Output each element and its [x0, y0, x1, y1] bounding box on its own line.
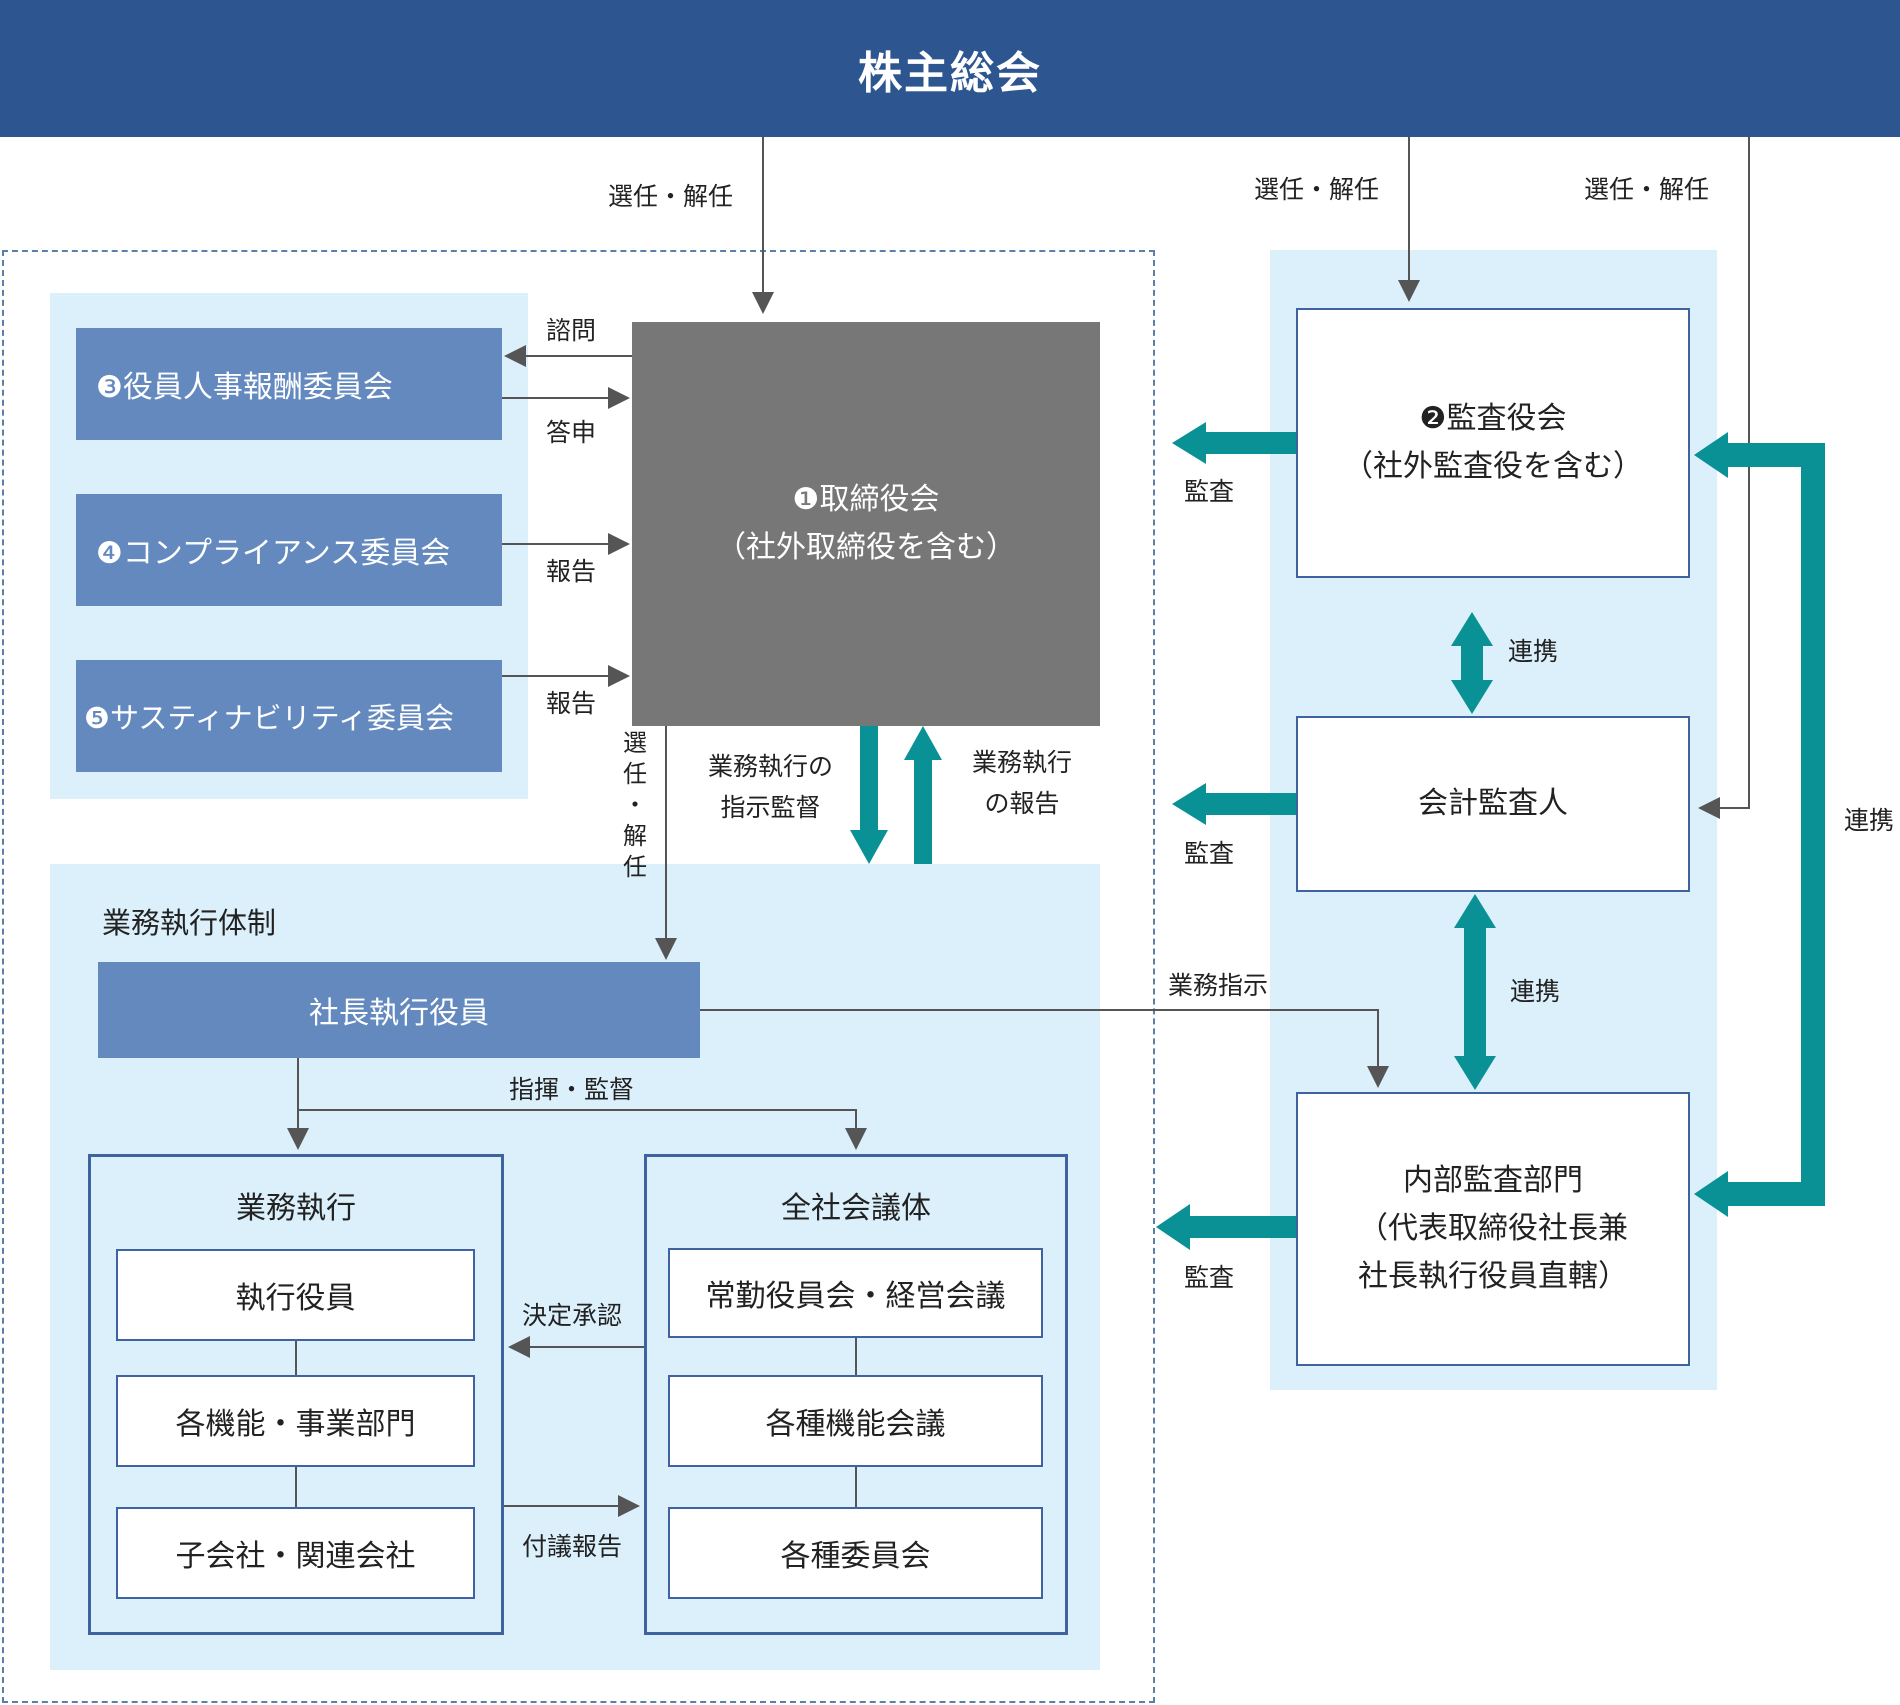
shareholders-to-accounting-auditor-line — [1698, 137, 1750, 819]
internal-audit-subtitle-2: 社長執行役員直轄） — [1358, 1259, 1628, 1294]
committees-box[interactable]: 各種委員会 — [668, 1507, 1043, 1599]
appoint-dismiss-label-3: 選任・解任 — [1584, 175, 1710, 204]
exec-report-arrow — [904, 726, 942, 864]
inquiry-label: 諮問 — [546, 316, 597, 345]
functions-divisions-box[interactable]: 各機能・事業部門 — [116, 1375, 475, 1467]
agenda-report-label: 付議報告 — [522, 1532, 623, 1561]
business-instruction-label: 業務指示 — [1168, 971, 1269, 1000]
executive-management-meeting-box[interactable]: 常勤役員会・経営会議 — [668, 1248, 1043, 1338]
compliance-report-label: 報告 — [546, 557, 597, 586]
accounting-auditor-label: 会計監査人 — [1418, 786, 1568, 821]
decision-approval-label: 決定承認 — [522, 1301, 623, 1330]
shareholders-meeting-header: 株主総会 — [0, 0, 1900, 137]
vertical-appoint-char-4: 解 — [623, 822, 647, 850]
remuneration-committee[interactable]: ❸役員人事報酬委員会 — [76, 328, 502, 440]
function-meetings-box[interactable]: 各種機能会議 — [668, 1375, 1043, 1467]
execution-section-title: 業務執行体制 — [102, 906, 277, 940]
exec-direction-label: 業務執行の 指示監督 — [708, 746, 833, 828]
exec-report-line-2: の報告 — [984, 789, 1060, 818]
president-executive-officer[interactable]: 社長執行役員 — [98, 962, 700, 1058]
appoint-dismiss-label-1: 選任・解任 — [608, 182, 734, 211]
audit-board[interactable]: ❷監査役会 （社外監査役を含む） — [1296, 308, 1690, 578]
executive-officers-box[interactable]: 執行役員 — [116, 1249, 475, 1341]
to-council-line — [298, 1109, 867, 1150]
governance-dashed-region — [2, 250, 1155, 1703]
exec-report-line-1: 業務執行 — [972, 748, 1073, 777]
report-back-label: 答申 — [546, 418, 597, 447]
board-subtitle: （社外取締役を含む） — [716, 530, 1016, 565]
audit-label-1: 監査 — [1184, 477, 1235, 506]
exec-direction-line-1: 業務執行の — [708, 752, 834, 781]
audit-board-subtitle: （社外監査役を含む） — [1343, 449, 1643, 484]
exec-direction-line-2: 指示監督 — [720, 793, 821, 822]
internal-audit-subtitle-1: （代表取締役社長兼 — [1358, 1211, 1628, 1246]
vertical-appoint-label: 選 任 ・ 解 任 — [620, 728, 650, 883]
sustainability-report-label: 報告 — [546, 689, 597, 718]
subsidiaries-box[interactable]: 子会社・関連会社 — [116, 1507, 475, 1599]
board-title: ❶取締役会 — [792, 482, 940, 517]
audit-label-3: 監査 — [1184, 1263, 1235, 1292]
sustainability-committee[interactable]: ❺サスティナビリティ委員会 — [76, 660, 502, 772]
company-council-title: 全社会議体 — [781, 1191, 931, 1226]
cooperation-arrow-1 — [1451, 612, 1493, 714]
cooperation-label-3: 連携 — [1844, 806, 1895, 835]
audit-label-2: 監査 — [1184, 839, 1235, 868]
appoint-dismiss-label-2: 選任・解任 — [1254, 175, 1380, 204]
cooperation-label-2: 連携 — [1510, 977, 1561, 1006]
vertical-appoint-char-5: 任 — [623, 853, 647, 881]
audit-arrow-2 — [1172, 783, 1296, 825]
audit-arrow-3 — [1156, 1204, 1296, 1250]
exec-report-label: 業務執行 の報告 — [972, 742, 1072, 824]
vertical-appoint-char-2: 任 — [623, 760, 647, 788]
command-supervise-label: 指揮・監督 — [509, 1075, 635, 1104]
vertical-appoint-char-3: ・ — [623, 791, 647, 819]
compliance-committee[interactable]: ❹コンプライアンス委員会 — [76, 494, 502, 606]
internal-audit-title: 内部監査部門 — [1403, 1163, 1583, 1198]
exec-direction-arrow — [850, 726, 888, 864]
audit-arrow-1 — [1172, 422, 1296, 464]
accounting-auditor[interactable]: 会計監査人 — [1296, 716, 1690, 892]
business-execution-title: 業務執行 — [236, 1191, 356, 1226]
cooperation-label-1: 連携 — [1508, 637, 1559, 666]
cooperation-arrow-2 — [1454, 894, 1496, 1090]
board-of-directors[interactable]: ❶取締役会 （社外取締役を含む） — [632, 322, 1100, 726]
business-instruction-line — [700, 1009, 1389, 1088]
vertical-appoint-char-1: 選 — [623, 729, 647, 757]
audit-board-title: ❷監査役会 — [1419, 401, 1567, 436]
internal-audit-department[interactable]: 内部監査部門 （代表取締役社長兼 社長執行役員直轄） — [1296, 1092, 1690, 1366]
cooperation-bracket — [1694, 432, 1825, 1217]
